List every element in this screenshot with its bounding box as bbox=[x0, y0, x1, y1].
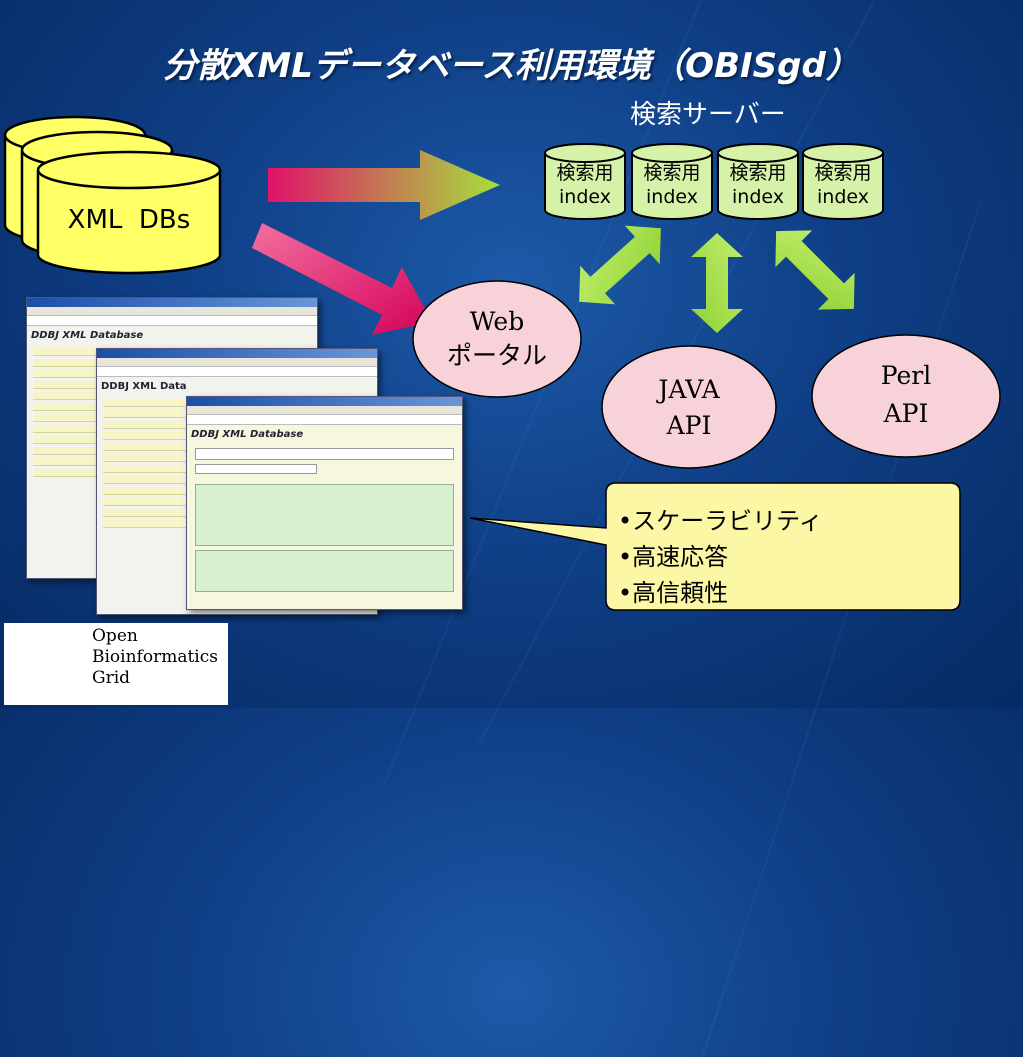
index-label-3-line2: index bbox=[732, 186, 784, 208]
window-titlebar bbox=[187, 397, 462, 406]
logo-text: Open Bioinformatics Grid bbox=[92, 626, 218, 689]
web-portal-label-line2: ポータル bbox=[446, 341, 547, 370]
index-label-4-line1: 検索用 bbox=[814, 162, 872, 184]
index-label-2: 検索用 index bbox=[632, 161, 712, 209]
window-menubar bbox=[187, 406, 462, 415]
java-api-label: JAVA API bbox=[609, 372, 769, 444]
feature-item: •スケーラビリティ bbox=[618, 507, 823, 535]
screenshot-query-form: DDBJ XML Database bbox=[186, 396, 463, 610]
perl-api-bubble bbox=[811, 334, 1001, 458]
index-label-2-line2: index bbox=[646, 186, 698, 208]
feature-item: •高速応答 bbox=[618, 543, 729, 571]
index-label-4: 検索用 index bbox=[803, 161, 883, 209]
logo-text-line1: Open bbox=[92, 626, 138, 646]
features-callout bbox=[469, 482, 961, 611]
query-grid bbox=[195, 484, 454, 546]
screenshot-back-title: DDBJ XML Database bbox=[31, 330, 144, 341]
index-label-1-line1: 検索用 bbox=[556, 162, 614, 184]
screenshot-front-title: DDBJ XML Database bbox=[191, 429, 304, 440]
java-api-label-line2: API bbox=[666, 411, 712, 440]
logo-text-line2: Bioinformatics bbox=[92, 647, 218, 667]
web-portal-bubble bbox=[412, 280, 582, 398]
arrow-db-to-index bbox=[268, 150, 500, 220]
arrow-index-portal bbox=[579, 225, 661, 305]
window-titlebar bbox=[97, 349, 377, 358]
screenshot-mid-title: DDBJ XML Data bbox=[101, 381, 187, 392]
query-grid bbox=[195, 550, 454, 592]
xml-dbs-label: XML DBs bbox=[67, 205, 191, 235]
java-api-bubble bbox=[601, 345, 777, 469]
index-cylinder-1 bbox=[544, 143, 626, 220]
index-label-2-line1: 検索用 bbox=[643, 162, 701, 184]
index-label-3-line1: 検索用 bbox=[729, 162, 787, 184]
xml-db-cylinder-front bbox=[36, 150, 222, 275]
window-addressbar bbox=[27, 316, 317, 326]
tag-select bbox=[195, 464, 317, 474]
window-menubar bbox=[97, 358, 377, 367]
window-addressbar bbox=[187, 415, 462, 425]
search-server-label: 検索サーバー bbox=[630, 100, 786, 130]
perl-api-label-line1: Perl bbox=[880, 361, 932, 390]
diagram-canvas bbox=[3, 115, 1001, 702]
window-titlebar bbox=[27, 298, 317, 307]
perl-api-label: Perl API bbox=[826, 357, 986, 433]
index-cylinder-3 bbox=[717, 143, 799, 220]
index-cylinder-4 bbox=[802, 143, 884, 220]
index-label-3: 検索用 index bbox=[718, 161, 798, 209]
page-title: 分散XMLデータベース利用環境（OBISgd） bbox=[163, 46, 860, 86]
find-field bbox=[195, 448, 454, 460]
index-label-4-line2: index bbox=[817, 186, 869, 208]
window-addressbar bbox=[97, 367, 377, 377]
perl-api-label-line2: API bbox=[883, 399, 929, 428]
logo-text-line3: Grid bbox=[92, 668, 131, 688]
arrow-db-to-portal bbox=[252, 223, 432, 335]
index-label-1: 検索用 index bbox=[545, 161, 625, 209]
arrow-index-java bbox=[691, 233, 743, 333]
feature-item: •高信頼性 bbox=[618, 579, 729, 607]
features-list: •スケーラビリティ •高速応答 •高信頼性 bbox=[618, 503, 823, 611]
web-portal-label: Web ポータル bbox=[417, 305, 577, 373]
window-menubar bbox=[27, 307, 317, 316]
obigrid-logo: Open Bioinformatics Grid bbox=[4, 623, 228, 705]
web-portal-label-line1: Web bbox=[469, 307, 525, 336]
index-cylinder-2 bbox=[631, 143, 713, 220]
arrow-index-perl bbox=[775, 230, 855, 310]
index-label-1-line2: index bbox=[559, 186, 611, 208]
java-api-label-line1: JAVA bbox=[658, 375, 720, 404]
